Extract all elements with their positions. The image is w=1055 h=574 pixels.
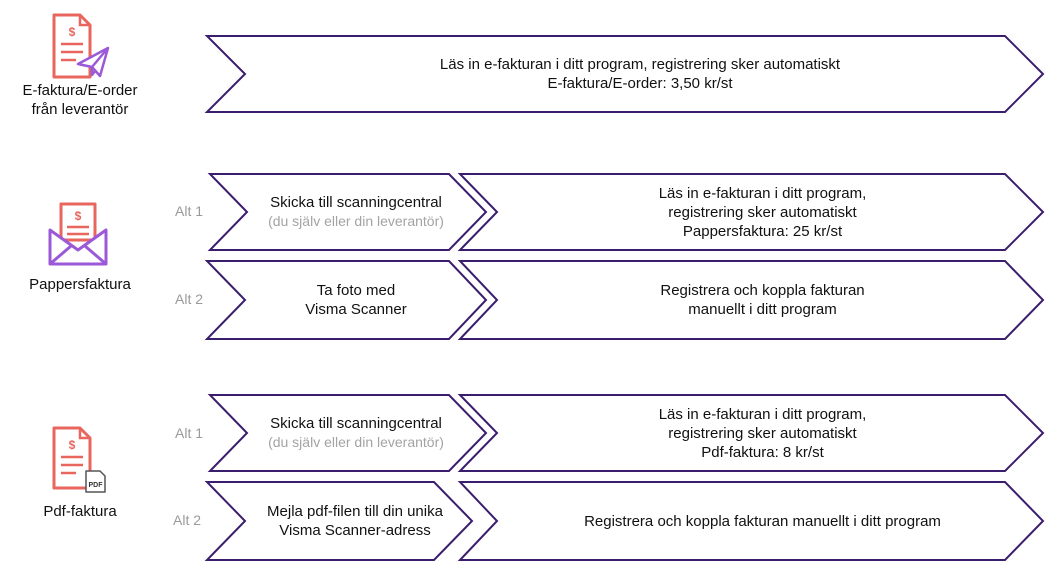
chevron-pdf-alt2-step1 xyxy=(204,481,474,561)
chevron-pdf-alt1-step1 xyxy=(207,394,488,472)
step-line: Registrera och koppla fakturan xyxy=(660,282,865,299)
svg-text:$: $ xyxy=(75,209,82,223)
step-pdf-alt2-step2-text: Registrera och koppla fakturan manuellt … xyxy=(500,482,1025,560)
alt-label-pdf-1: Alt 1 xyxy=(175,425,204,441)
chevron-papper-alt2-step1 xyxy=(204,260,488,340)
chevron-papper-alt1-step1 xyxy=(207,173,488,251)
step-line: registrering sker automatiskt xyxy=(668,424,857,442)
source-label-text: Pdf-faktura xyxy=(43,503,117,520)
step-pdf-alt1-step2-text: Läs in e-fakturan i ditt program, regist… xyxy=(500,395,1025,471)
step-papper-alt2-step2-text: Registrera och koppla fakturan manuellt … xyxy=(500,261,1025,339)
chevron-pdf-alt2-step2 xyxy=(457,481,1045,561)
step-pdf-alt2-step1-text: Mejla pdf-filen till din unika Visma Sca… xyxy=(240,482,470,560)
step-line: registrering sker automatiskt xyxy=(668,203,857,221)
step-subtext: (du själv eller din leverantör) xyxy=(268,434,444,450)
alt-label-pdf-2: Alt 2 xyxy=(173,512,202,528)
source-label-pdf: Pdf-faktura xyxy=(2,502,158,521)
step-efaktura-text: Läs in e-fakturan i ditt program, regist… xyxy=(250,36,1030,112)
step-papper-alt1-step2-text: Läs in e-fakturan i ditt program, regist… xyxy=(500,174,1025,250)
step-pdf-alt1-step1-text: Skicka till scanningcentral (du själv el… xyxy=(246,395,466,471)
step-price: Pappersfaktura: 25 kr/st xyxy=(682,222,843,240)
source-label-line1: E-faktura/E-order xyxy=(22,82,138,99)
invoice-envelope-icon: $ xyxy=(48,202,108,266)
step-subtext: (du själv eller din leverantör) xyxy=(268,213,444,229)
svg-text:PDF: PDF xyxy=(89,482,104,489)
step-line: Visma Scanner-adress xyxy=(279,522,431,539)
step-line: Läs in e-fakturan i ditt program, xyxy=(658,405,867,423)
chevron-pdf-alt1-step2 xyxy=(457,394,1045,472)
step-line: Ta foto med xyxy=(316,282,396,299)
step-price: E-faktura/E-order: 3,50 kr/st xyxy=(547,75,733,92)
alt-label-papper-1: Alt 1 xyxy=(175,203,204,219)
step-papper-alt2-step1-text: Ta foto med Visma Scanner xyxy=(246,261,466,339)
step-line: Registrera och koppla fakturan manuellt … xyxy=(584,512,941,530)
invoice-send-icon: $ xyxy=(52,13,110,79)
source-label-text: Pappersfaktura xyxy=(29,276,131,293)
step-papper-alt1-step1-text: Skicka till scanningcentral (du själv el… xyxy=(246,174,466,250)
step-line: Läs in e-fakturan i ditt program, regist… xyxy=(439,56,841,73)
invoice-pdf-icon: $ PDF xyxy=(52,426,106,493)
step-line: manuellt i ditt program xyxy=(688,301,837,318)
step-line: Läs in e-fakturan i ditt program, xyxy=(658,184,867,202)
svg-text:$: $ xyxy=(69,25,76,39)
alt-label-papper-2: Alt 2 xyxy=(175,291,204,307)
step-price: Pdf-faktura: 8 kr/st xyxy=(701,443,824,461)
source-label-papper: Pappersfaktura xyxy=(2,275,158,294)
step-line: Visma Scanner xyxy=(305,301,407,318)
chevron-papper-alt2-step2 xyxy=(457,260,1045,340)
step-line: Skicka till scanningcentral xyxy=(270,415,442,432)
step-line: Skicka till scanningcentral xyxy=(270,194,442,211)
source-label-line2: från leverantör xyxy=(31,101,129,118)
svg-text:$: $ xyxy=(69,438,76,452)
step-line: Mejla pdf-filen till din unika xyxy=(267,503,443,520)
chevron-efaktura xyxy=(204,35,1045,113)
chevron-papper-alt1-step2 xyxy=(457,173,1045,251)
source-label-efaktura: E-faktura/E-order från leverantör xyxy=(2,81,158,119)
